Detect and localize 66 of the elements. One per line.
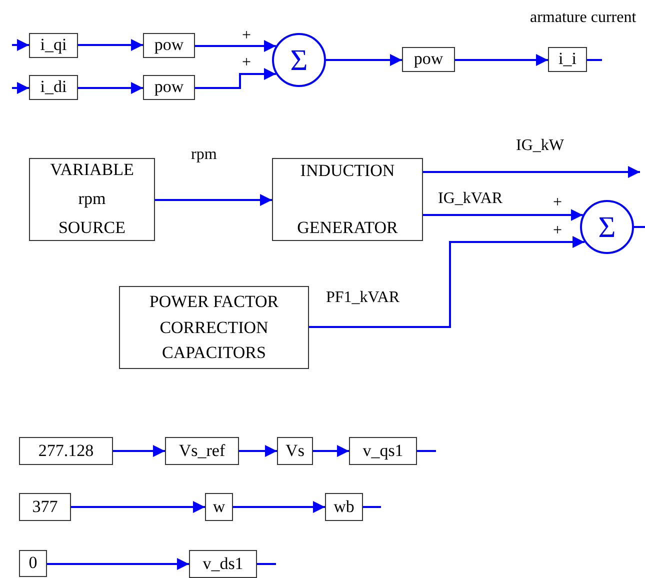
block-label: 0 xyxy=(28,554,38,573)
block-label: pow xyxy=(154,36,184,55)
block-box xyxy=(119,286,309,369)
block-box xyxy=(29,158,155,241)
signal-arrow xyxy=(326,54,402,66)
signal-arrow xyxy=(71,501,205,513)
block-label: VARIABLE rpm SOURCE xyxy=(49,159,135,239)
block-label: 277.128 xyxy=(38,442,94,460)
block-box xyxy=(29,75,78,100)
signal-arrow xyxy=(113,445,165,457)
signal-arrow xyxy=(233,501,325,513)
signal-arrow xyxy=(195,68,276,89)
block-box xyxy=(143,75,195,100)
block-label: wb xyxy=(334,498,354,516)
block-box xyxy=(189,550,257,578)
sum-symbol: Σ xyxy=(598,210,616,244)
block-box xyxy=(143,33,195,58)
signal-arrow xyxy=(155,194,272,206)
signal-arrow xyxy=(423,166,640,178)
signal-arrow xyxy=(12,39,29,51)
block-label: Vs_ref xyxy=(178,442,226,460)
block-box xyxy=(349,437,417,465)
signal-arrow xyxy=(313,445,349,457)
block-label: i_di xyxy=(40,78,67,97)
signal-arrow xyxy=(423,209,583,221)
signal-caption: armature current xyxy=(530,10,636,26)
summing-junction xyxy=(272,33,326,87)
block-label: 377 xyxy=(32,498,58,516)
block-box xyxy=(548,47,587,72)
signal-arrow xyxy=(12,82,29,94)
signal-arrow xyxy=(47,558,189,570)
signal-arrow xyxy=(455,54,548,66)
sign-label: + xyxy=(553,223,562,239)
block-box xyxy=(165,437,239,465)
block-box xyxy=(29,33,78,58)
block-label: Vs xyxy=(286,442,304,460)
block-label: POWER FACTOR CORRECTION CAPACITORS xyxy=(148,291,280,364)
block-label: INDUCTION GENERATOR xyxy=(296,160,399,238)
block-label: i_i xyxy=(558,50,576,69)
sign-label: + xyxy=(242,28,252,44)
block-box xyxy=(277,437,313,465)
block-box xyxy=(272,158,423,241)
block-box xyxy=(19,493,71,521)
block-label: pow xyxy=(154,78,184,97)
block-box xyxy=(19,437,113,465)
edge-label: IG_kW xyxy=(515,138,565,154)
signal-arrow xyxy=(239,445,277,457)
signal-arrow xyxy=(309,236,585,328)
sign-label: + xyxy=(553,195,562,211)
block-label: pow xyxy=(414,50,444,69)
summing-junction xyxy=(580,200,634,254)
sum-symbol: Σ xyxy=(290,44,308,76)
block-box xyxy=(325,493,363,521)
block-label: v_ds1 xyxy=(202,554,244,574)
edge-label: PF1_kVAR xyxy=(325,290,401,306)
signal-arrow xyxy=(78,82,143,94)
block-box xyxy=(19,550,47,577)
block-label: w xyxy=(212,498,226,516)
edge-label: IG_kVAR xyxy=(437,191,504,207)
signal-arrow xyxy=(195,40,276,52)
sign-label: + xyxy=(242,55,252,71)
block-label: i_qi xyxy=(40,36,67,55)
signal-arrow xyxy=(78,39,143,51)
block-box xyxy=(205,493,233,521)
block-label: v_qs1 xyxy=(362,442,404,460)
block-box xyxy=(402,47,455,72)
